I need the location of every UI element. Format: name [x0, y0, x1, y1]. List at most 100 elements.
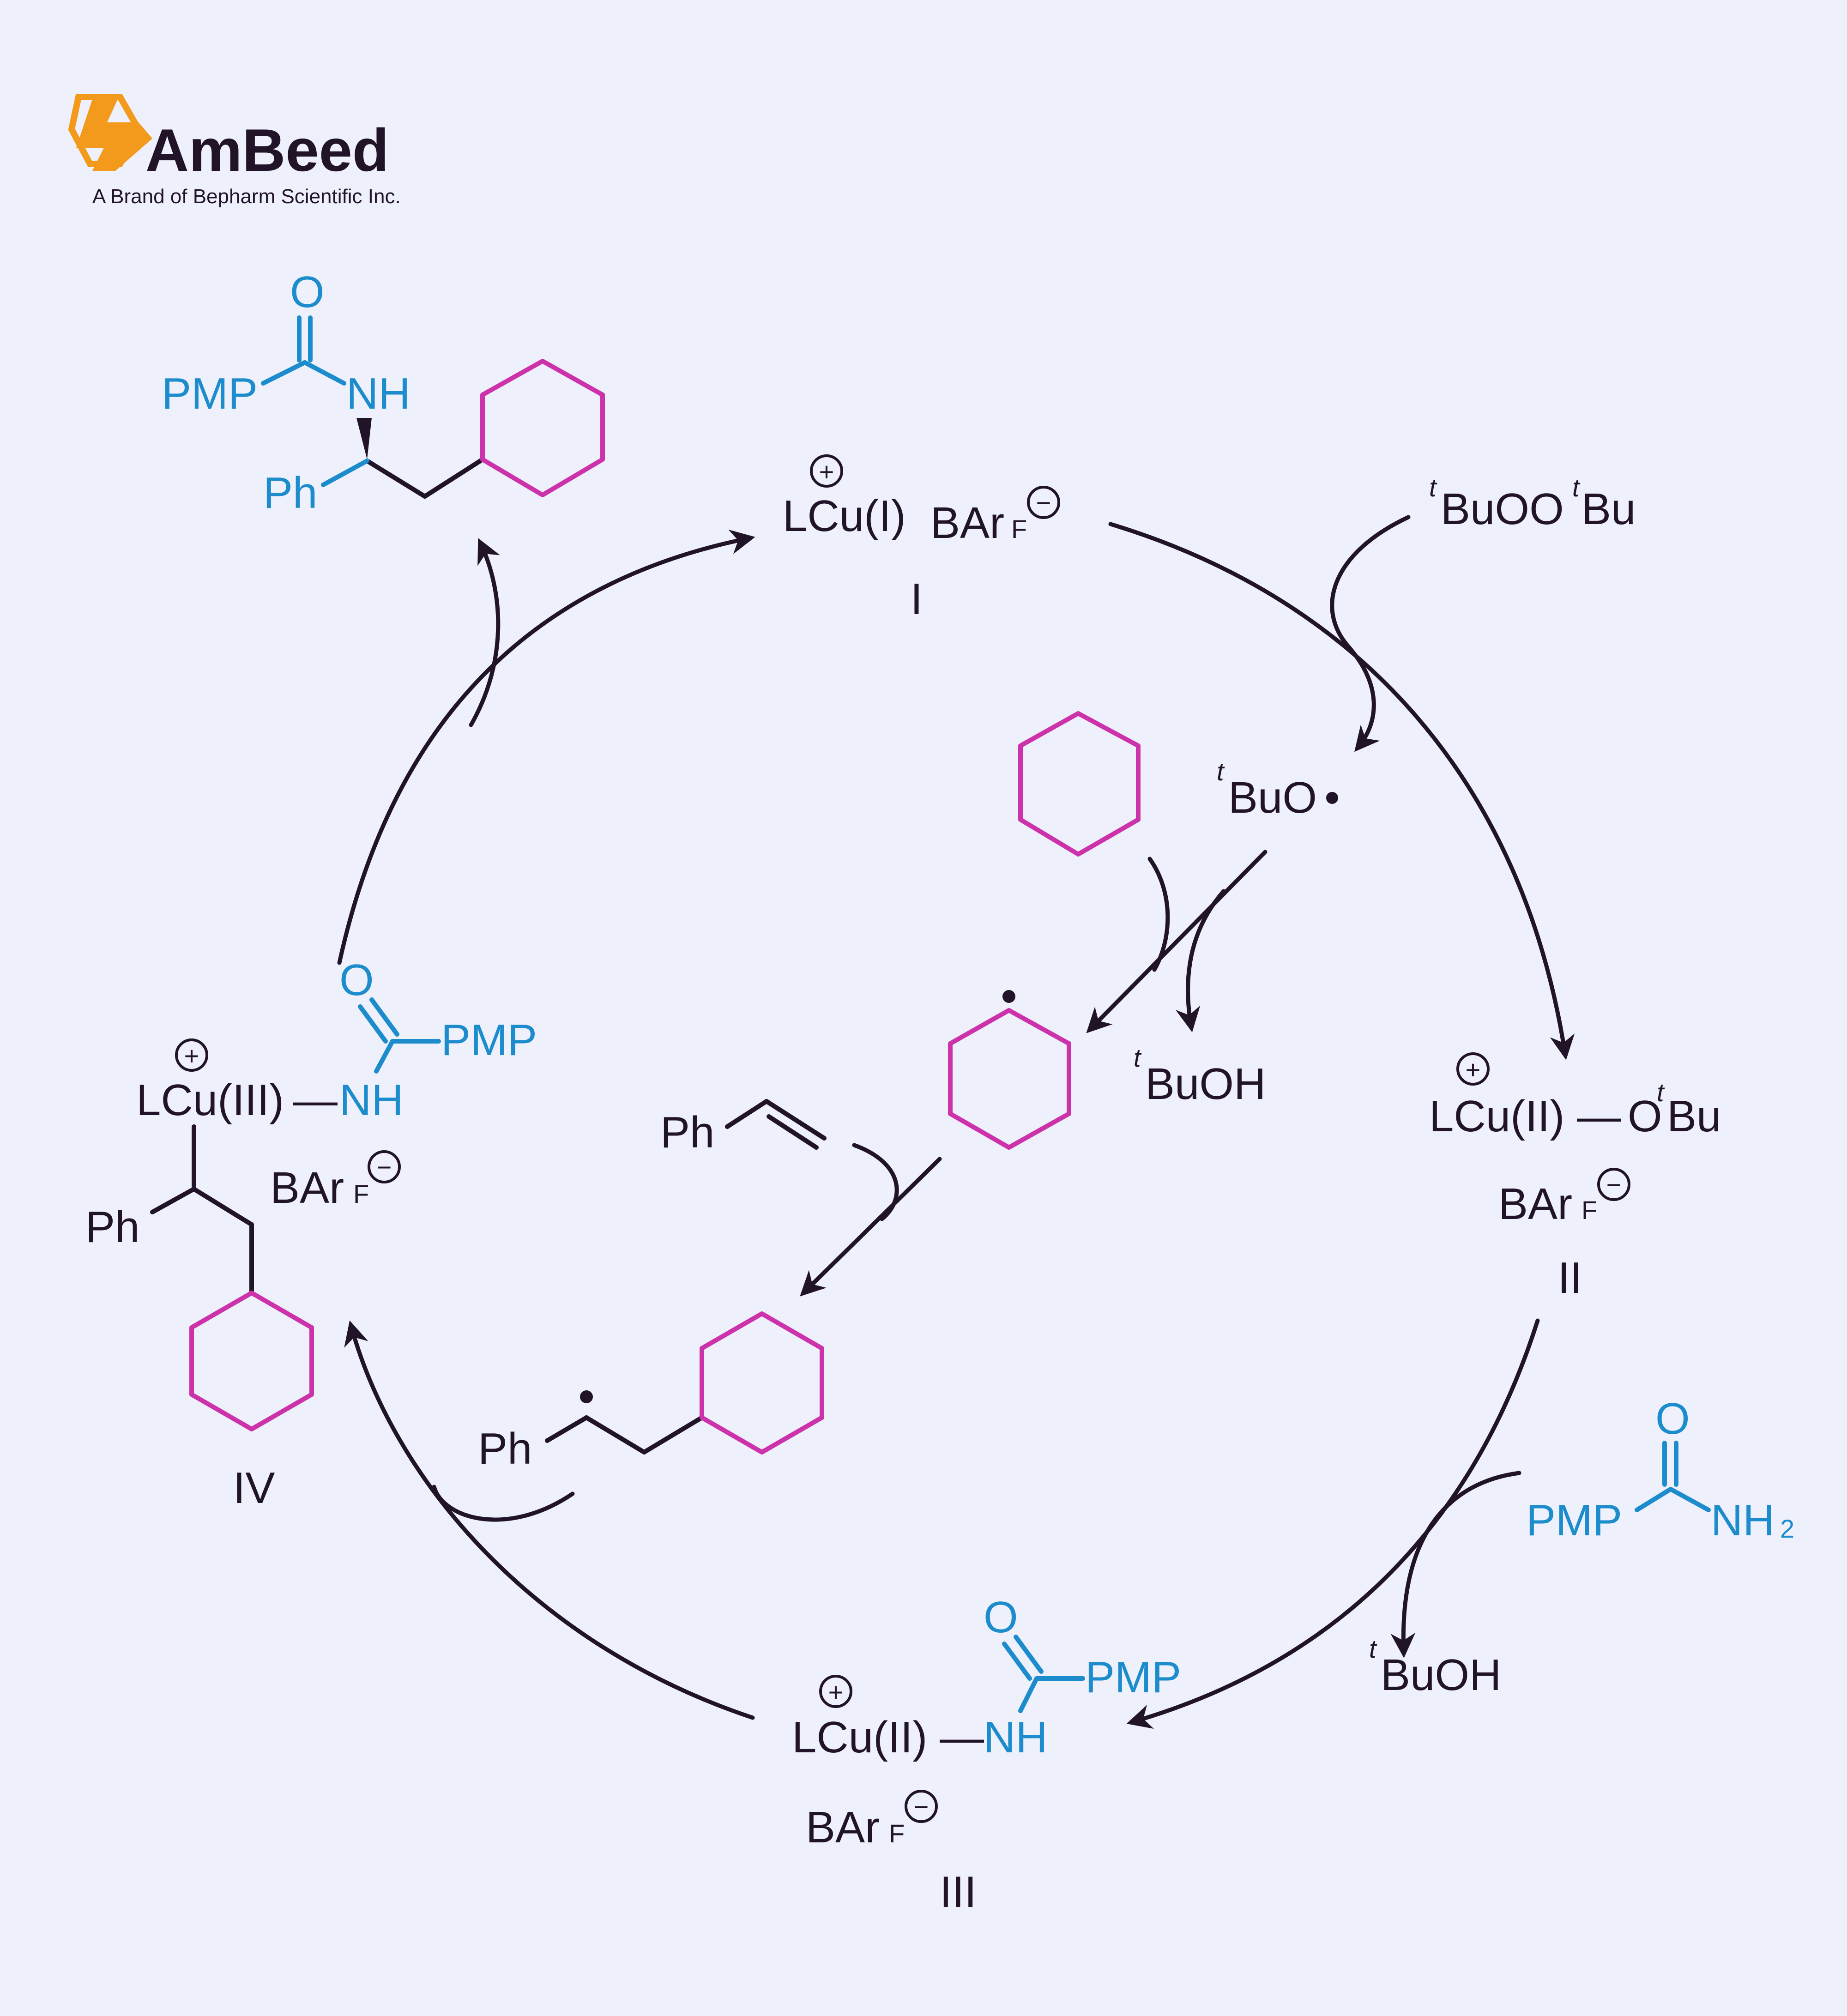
cyclohexyl-radical-ring	[948, 1008, 1071, 1150]
IV-C-N-bond	[374, 1039, 395, 1074]
IV-CO-bond-b	[369, 997, 399, 1037]
arrow-product-release	[469, 538, 501, 727]
arrow-peroxide-to-tBuO	[1330, 515, 1411, 752]
arrow-styrene-in	[852, 1143, 899, 1221]
cyclohexyl-radical-dot	[1002, 990, 1015, 1003]
IV-O: O	[339, 955, 374, 1005]
peroxide-reagent: t BuOO t Bu	[1429, 473, 1636, 534]
II-plus-circle	[1456, 1052, 1490, 1086]
tBuO-radical-dot	[1326, 792, 1338, 804]
I-roman-label: I	[911, 574, 923, 624]
species-III: O PMP + LCu(II) — NH BAr F − III	[792, 1593, 1181, 1917]
product-CH-Ph-bond	[321, 459, 369, 487]
benzylic-cyclohexyl-ring	[700, 1311, 824, 1455]
amide-NH-subscript: 2	[1780, 1514, 1794, 1543]
peroxide-text: BuOO	[1441, 484, 1564, 534]
product-Ph: Ph	[263, 468, 317, 518]
product-wedge-bond	[356, 418, 372, 459]
IV-Ph: Ph	[85, 1202, 139, 1252]
tBuO-t: t	[1217, 757, 1225, 786]
IV-C-Ph-bond	[150, 1187, 196, 1214]
IV-CO-bond-a	[358, 1004, 388, 1044]
III-bond: —	[940, 1713, 984, 1762]
product-cyclohexyl-ring	[480, 359, 605, 497]
benzylic-radical: Ph	[478, 1311, 824, 1473]
tBuOH1-text: BuOH	[1145, 1059, 1266, 1109]
III-formula: LCu(II)	[792, 1713, 927, 1762]
III-roman-label: III	[940, 1867, 977, 1917]
cyclohexane-ring	[1018, 711, 1141, 857]
arrow-radical-addition	[800, 1157, 942, 1297]
cycle-arrows	[337, 515, 1575, 1729]
peroxide-end: Bu	[1581, 484, 1636, 534]
cyclohexyl-radical	[948, 990, 1071, 1150]
III-PMP: PMP	[1085, 1653, 1181, 1702]
I-plus: +	[819, 457, 834, 486]
amide-C-PMP-bond	[1635, 1487, 1673, 1512]
benzylic-Ph: Ph	[478, 1424, 532, 1473]
arrow-IV-to-I	[337, 530, 755, 965]
styrene-Ph: Ph	[660, 1108, 714, 1157]
arrow-I-to-II	[1108, 522, 1575, 1060]
IV-minus-circle	[368, 1150, 401, 1183]
IV-plus: +	[184, 1041, 199, 1070]
III-minus-circle	[905, 1790, 938, 1823]
product-NH: NH	[346, 369, 410, 418]
benzylic-C-CH2-bond	[584, 1415, 646, 1455]
logo-brand-name: AmBeed	[145, 116, 389, 184]
arrow-HAT	[1086, 850, 1268, 1033]
IV-roman-label: IV	[233, 1463, 275, 1513]
III-O: O	[984, 1593, 1018, 1642]
tBuOH1-t: t	[1134, 1043, 1142, 1072]
peroxide-t2: t	[1572, 473, 1581, 502]
styrene-double-bond-a	[764, 1099, 827, 1141]
II-bond: —	[1577, 1092, 1621, 1141]
III-plus: +	[828, 1678, 844, 1707]
IV-counterion-F: F	[353, 1179, 369, 1208]
tBuOH-lower: t BuOH	[1369, 1634, 1501, 1700]
IV-plus-circle	[175, 1038, 208, 1072]
product-PMP: PMP	[162, 369, 258, 418]
arrow-cyclohexane-in	[1147, 857, 1170, 972]
IV-C-CH2-bond	[192, 1187, 254, 1227]
III-CO-bond-a	[1002, 1642, 1032, 1681]
product-C-N-bond	[302, 360, 346, 386]
amide-NH: NH	[1711, 1496, 1775, 1545]
product-CH-CH2-bond	[365, 459, 427, 499]
III-C-N-bond	[1018, 1676, 1039, 1713]
IV-cyclohexyl-ring	[189, 1291, 314, 1431]
II-counterion: BAr	[1498, 1179, 1572, 1229]
product-amide: O PMP NH Ph	[162, 267, 605, 518]
III-minus: −	[914, 1792, 929, 1821]
amide-PMP: PMP	[1526, 1496, 1622, 1545]
I-plus-circle	[810, 454, 843, 488]
arrow-III-to-IV	[344, 1320, 755, 1720]
tBuOH2-text: BuOH	[1381, 1650, 1501, 1700]
logo-tagline: A Brand of Bepharm Scientific Inc.	[92, 185, 401, 208]
species-IV: O PMP + LCu(III) — NH Ph BAr F − IV	[85, 955, 537, 1513]
I-formula: LCu(I)	[783, 491, 906, 541]
peroxide-t1: t	[1429, 473, 1437, 502]
arrow-II-to-III	[1126, 1318, 1540, 1729]
III-counterion: BAr	[806, 1803, 880, 1852]
IV-counterion: BAr	[270, 1163, 344, 1213]
II-counterion-F: F	[1581, 1195, 1597, 1225]
II-minus: −	[1606, 1170, 1622, 1199]
II-roman-label: II	[1557, 1253, 1582, 1303]
amide-reagent: O PMP NH 2	[1526, 1394, 1794, 1545]
III-CO-bond-b	[1014, 1635, 1044, 1674]
tBuOH-center: t BuOH	[1134, 1043, 1266, 1109]
styrene: Ph	[660, 1099, 827, 1157]
benzylic-radical-dot	[580, 1390, 593, 1403]
IV-NH: NH	[339, 1075, 404, 1125]
arrow-tBuOH-out	[1176, 889, 1226, 1032]
IV-bond: —	[293, 1075, 338, 1125]
I-minus-circle	[1027, 486, 1060, 519]
arrow-amide-in-tBuOH-out	[1390, 1471, 1521, 1658]
tBuO-radical: t BuO	[1217, 757, 1338, 822]
IV-minus: −	[377, 1153, 392, 1182]
species-I: + LCu(I) BAr F − I	[783, 454, 1060, 624]
product-C-PMP-bond	[261, 360, 307, 386]
